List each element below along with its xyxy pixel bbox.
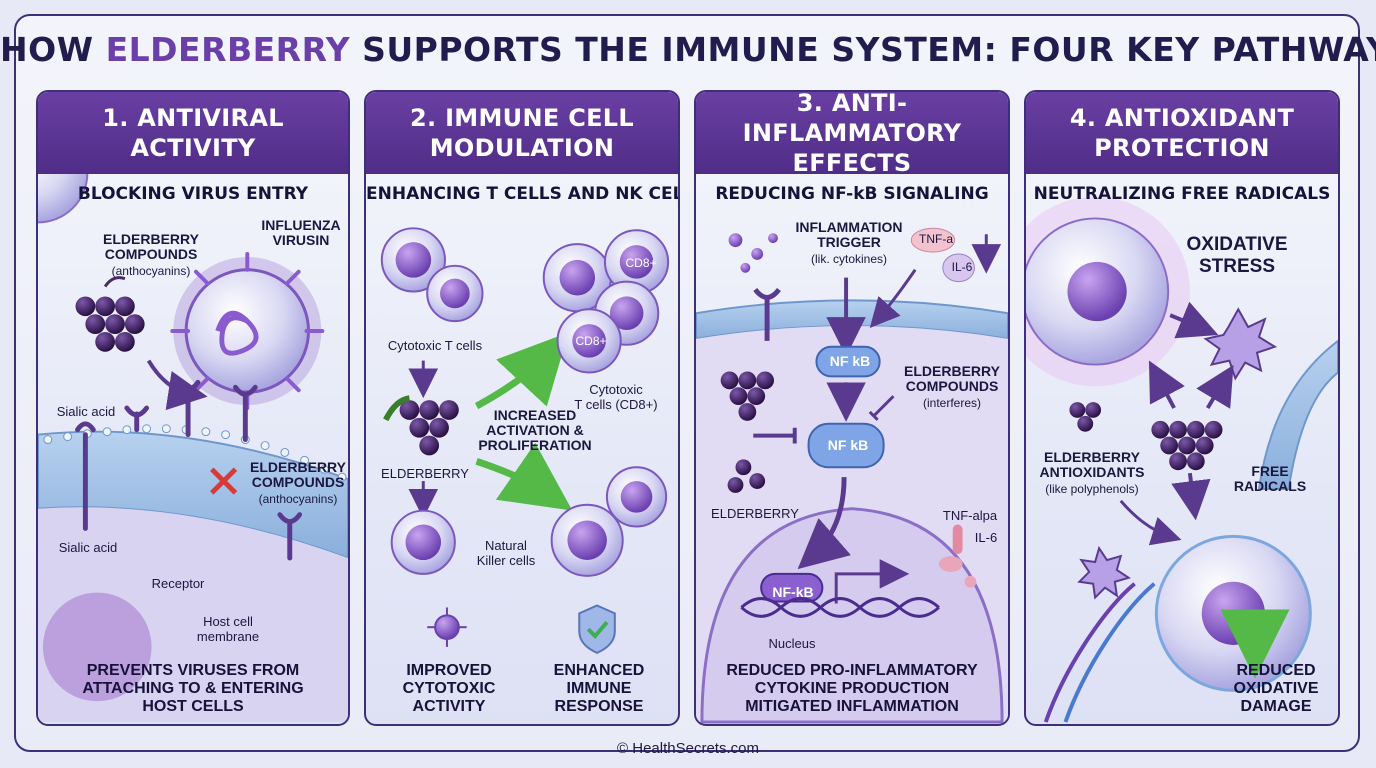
nfkb-label-2: NF kB bbox=[827, 437, 869, 453]
nfkb-label-1: NF kB bbox=[829, 353, 871, 369]
enhanced-immune-label: ENHANCED IMMUNE RESPONSE bbox=[553, 662, 645, 715]
nucleus-label: Nucleus bbox=[768, 636, 816, 651]
anti-inflammatory-illustration bbox=[696, 227, 1008, 724]
compounds-bottom-label: ELDERBERRY COMPOUNDS bbox=[250, 459, 346, 490]
increased-activation-label: INCREASED ACTIVATION & PROLIFERATION bbox=[478, 407, 592, 453]
elderberry-label-3: ELDERBERRY bbox=[711, 506, 799, 521]
panel-1-header: 1. ANTIVIRAL ACTIVITY bbox=[38, 92, 348, 174]
free-radicals-label: FREE RADICALS bbox=[1233, 463, 1307, 494]
cd8-badge-a: CD8+ bbox=[625, 256, 657, 270]
compounds-label: ELDERBERRY COMPOUNDS bbox=[904, 363, 1000, 394]
panel-4-subtitle: NEUTRALIZING FREE RADICALS bbox=[1033, 184, 1331, 204]
cd8-cells-label: Cytotoxic T cells (CD8+) bbox=[574, 382, 658, 412]
panel-4-header: 4. ANTIOXIDANT PROTECTION bbox=[1026, 92, 1338, 174]
il6-label-b: IL-6 bbox=[974, 530, 998, 545]
page-title: HOW ELDERBERRY SUPPORTS THE IMMUNE SYSTE… bbox=[0, 30, 1376, 69]
antioxidants-sub: (like polyphenols) bbox=[1045, 482, 1139, 496]
inflammation-trigger-label: INFLAMMATION TRIGGER bbox=[795, 219, 903, 250]
compounds-top-label: ELDERBERRY COMPOUNDS bbox=[103, 231, 199, 262]
panel-2-header: 2. IMMUNE CELL MODULATION bbox=[366, 92, 678, 174]
compounds-sub: (interferes) bbox=[922, 396, 981, 410]
title-highlight: ELDERBERRY bbox=[105, 30, 351, 69]
antioxidants-label: ELDERBERRY ANTIOXIDANTS bbox=[1039, 449, 1145, 480]
panel-1-conclusion: PREVENTS VIRUSES FROM ATTACHING TO & ENT… bbox=[82, 662, 304, 715]
elderberry-label: ELDERBERRY bbox=[381, 466, 469, 481]
panel-anti-inflammatory: 3. ANTI-INFLAMMATORY EFFECTS REDUCING NF… bbox=[694, 90, 1010, 726]
host-membrane-label: Host cell membrane bbox=[196, 614, 260, 644]
antiviral-illustration bbox=[38, 122, 348, 722]
panel-antiviral: 1. ANTIVIRAL ACTIVITY BLOCKING VIRUS ENT… bbox=[36, 90, 350, 726]
copyright: © HealthSecrets.com bbox=[617, 740, 759, 757]
compounds-top-sub: (anthocyanins) bbox=[111, 264, 191, 278]
panel-3-subtitle: REDUCING NF-kB SIGNALING bbox=[715, 184, 989, 204]
compounds-bottom-sub: (anthocyanins) bbox=[258, 492, 338, 506]
panel-2-subtitle: ENHANCING T CELLS AND NK CELLS bbox=[366, 184, 680, 204]
sialic-acid-label-2: Sialic acid bbox=[58, 540, 118, 555]
virus-label: INFLUENZA VIRUSIN bbox=[261, 217, 341, 248]
cytotoxic-t-label: Cytotoxic T cells bbox=[387, 338, 483, 353]
panel-3-conclusion: REDUCED PRO-INFLAMMATORY CYTOKINE PRODUC… bbox=[726, 662, 978, 715]
sialic-acid-label-1: Sialic acid bbox=[56, 404, 116, 419]
panel-1-subtitle: BLOCKING VIRUS ENTRY bbox=[77, 184, 309, 204]
nfkb-label-3: NF-kB bbox=[772, 584, 814, 600]
nk-cells-label: Natural Killer cells bbox=[476, 538, 536, 568]
panel-immune-cells: 2. IMMUNE CELL MODULATION ENHANCING T CE… bbox=[364, 90, 680, 726]
tnf-a-label: TNF-a bbox=[919, 232, 953, 246]
improved-cytotoxic-label: IMPROVED CYTOTOXIC ACTIVITY bbox=[402, 662, 496, 715]
tnf-alpa-label: TNF-alpa bbox=[942, 508, 998, 523]
receptor-label: Receptor bbox=[151, 576, 205, 591]
reduced-damage-label: REDUCED OXIDATIVE DAMAGE bbox=[1233, 662, 1319, 715]
panel-antioxidant: 4. ANTIOXIDANT PROTECTION NEUTRALIZING F… bbox=[1024, 90, 1340, 726]
immune-cells-illustration bbox=[380, 227, 670, 654]
cd8-badge-b: CD8+ bbox=[575, 334, 607, 348]
oxidative-stress-label: OXIDATIVE STRESS bbox=[1186, 234, 1288, 277]
inflammation-trigger-sub: (lik. cytokines) bbox=[810, 252, 887, 266]
panel-3-header: 3. ANTI-INFLAMMATORY EFFECTS bbox=[696, 92, 1008, 177]
antioxidant-illustration bbox=[1026, 196, 1338, 723]
il6-label-a: IL-6 bbox=[951, 260, 973, 274]
